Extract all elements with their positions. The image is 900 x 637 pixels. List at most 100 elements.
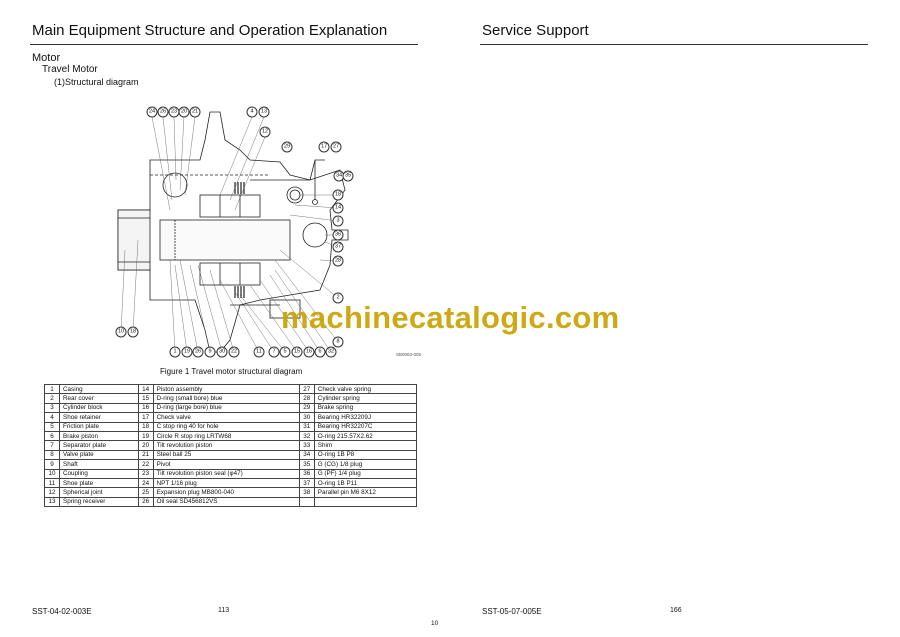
part-name: Check valve [152,412,300,423]
part-number: 6 [44,430,60,442]
callout: 18 [332,189,344,201]
part-name: Steel ball 25 [152,449,300,461]
part-name: D-ring (small bore) blue [152,393,300,404]
part-number: 27 [298,383,315,395]
part-number: 5 [44,421,60,432]
callout: 14 [332,202,344,214]
part-name: C stop ring 40 for hole [152,421,300,432]
part-name: Casing [59,383,139,395]
part-number: 36 [298,468,315,479]
figure-caption: Figure 1 Travel motor structural diagram [160,367,303,376]
left-footer-page: 113 [218,607,230,614]
callout: 12 [259,126,271,138]
part-number: 13 [44,496,60,508]
part-number: 28 [298,393,315,404]
travel-motor-diagram [117,111,349,353]
part-name: Shoe plate [59,477,139,489]
part-number: 37 [298,477,315,489]
callout: 37 [332,241,344,253]
callout: 3 [332,215,344,227]
part-number: 22 [137,459,154,470]
part-name: Circle R stop ring LRTW68 [152,430,300,442]
part-name: Cylinder spring [313,393,418,404]
callout: 26 [192,346,204,358]
part-name: G (PF) 1/4 plug [313,468,418,479]
callout: 9 [204,346,216,358]
part-name: Parallel pin M6 8X12 [313,487,418,498]
part-number: 14 [137,383,154,395]
part-number: 2 [44,393,60,404]
callout: 13 [258,106,270,118]
part-name: Shoe retainer [59,412,139,423]
part-number: 21 [137,449,154,461]
part-name: Brake piston [59,430,139,442]
part-name: Oil seal SD456812VS [152,496,300,508]
part-number: 26 [137,496,154,508]
part-name: O-ring 1B P11 [313,477,418,489]
part-name: D-ring (large bore) blue [152,402,300,414]
callout: 2 [332,292,344,304]
part-number: 25 [137,487,154,498]
callout: 6 [314,346,326,358]
callout: 26 [157,106,169,118]
part-number: 34 [298,449,315,461]
right-footer-code: SST-05-07-005E [482,607,542,616]
callout: 11 [253,346,265,358]
part-name: O-ring 1B P8 [313,449,418,461]
part-name: Check valve spring [313,383,418,395]
part-name: O-ring 215.57X2.62 [313,430,418,442]
part-name: Pivot [152,459,300,470]
part-name: Bearing HR32207C [313,421,418,432]
part-name: Bearing HR32209J [313,412,418,423]
part-number: 15 [137,393,154,404]
callout: 28 [332,255,344,267]
part-name: Rear cover [59,393,139,404]
callout: 29 [281,141,293,153]
part-name: Brake spring [313,402,418,414]
callout: 15 [291,346,303,358]
callout: 1 [169,346,181,358]
part-name: Valve plate [59,449,139,461]
callout: 16 [303,346,315,358]
header-rule [30,44,418,45]
part-name: Piston assembly [152,383,300,395]
part-number: 18 [137,421,154,432]
part-name: Cylinder block [59,402,139,414]
part-number [298,496,315,508]
callout: 18 [127,326,139,338]
callout: 21 [189,106,201,118]
part-number: 8 [44,449,60,461]
part-name: Tilt revolution piston seal (φ47) [152,468,300,479]
part-name: Friction plate [59,421,139,432]
header-rule-right [480,44,868,45]
callout: 19 [181,346,193,358]
part-number: 19 [137,430,154,442]
part-name: NPT 1/16 plug [152,477,300,489]
part-name: Shaft [59,459,139,470]
part-name: Coupling [59,468,139,479]
subsubsection-title: (1)Structural diagram [54,77,139,87]
part-number: 30 [298,412,315,423]
part-name [313,496,418,508]
part-name: Spring receiver [59,496,139,508]
watermark: machinecatalogic.com [281,300,620,335]
callout: 30 [216,346,228,358]
part-number: 24 [137,477,154,489]
section-title: Motor [32,52,61,64]
right-page-header: Service Support [482,22,589,39]
part-number: 3 [44,402,60,414]
callout: 10 [115,326,127,338]
callout: 5 [279,346,291,358]
part-name: Separator plate [59,440,139,451]
